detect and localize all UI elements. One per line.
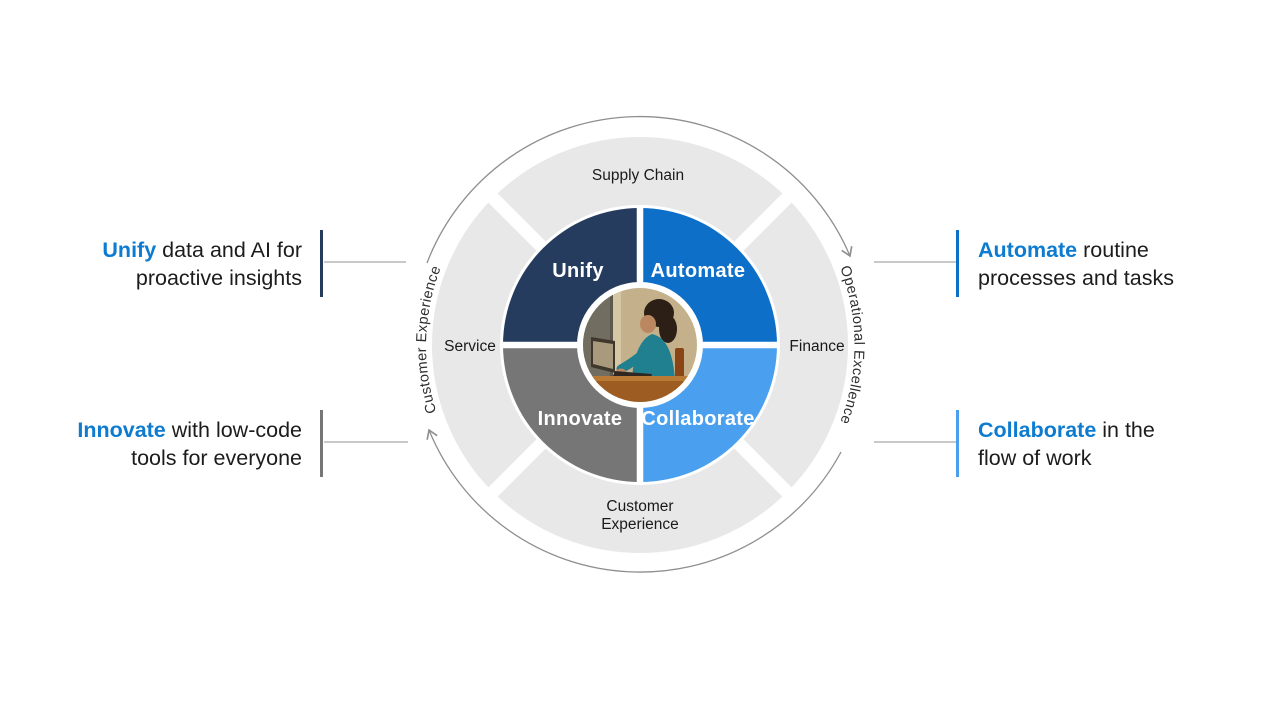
ring-label-experience: Experience (601, 516, 679, 533)
callout-unify-keyword: Unify (102, 238, 157, 262)
photo-desk-top (583, 376, 697, 381)
photo-wall-highlight (613, 288, 621, 402)
callout-innovate-line2: tools for everyone (131, 446, 302, 470)
callout-unify-line1: Unify data and AI for (102, 236, 302, 264)
callout-automate-accent-bar (956, 230, 959, 297)
quadrant-label-unify: Unify (552, 260, 604, 282)
callout-innovate-keyword: Innovate (77, 418, 166, 442)
ring-gap-nw (480, 185, 555, 260)
ring-gap-se (725, 430, 800, 505)
callout-innovate-rest: with low-code (165, 418, 302, 442)
callout-innovate-line1: Innovate with low-code (77, 416, 302, 444)
callout-automate-line1: Automate routine (978, 236, 1174, 264)
callout-unify-rest: data and AI for (156, 238, 302, 262)
callout-collaborate-accent-bar (956, 410, 959, 477)
callout-automate-keyword: Automate (978, 238, 1078, 262)
center-photo (583, 288, 697, 402)
ring-gaps (480, 185, 800, 505)
callout-collaborate-rest: in the (1096, 418, 1155, 442)
callout-automate-rest: routine (1077, 238, 1149, 262)
outer-ring (432, 137, 848, 553)
photo-person-body (632, 334, 675, 380)
ring-label-supply-chain: Supply Chain (592, 167, 684, 184)
callout-unify-connector-line (324, 261, 406, 263)
quadrant-label-automate: Automate (651, 260, 746, 282)
callout-collaborate: Collaborate in the flow of work (978, 416, 1155, 472)
photo-person-hair-side (659, 315, 677, 343)
callout-unify-accent-bar (320, 230, 323, 297)
ring-label-finance: Finance (789, 338, 844, 355)
callout-collaborate-connector-line (874, 441, 956, 443)
ring-label-service: Service (444, 338, 496, 355)
callout-unify-line2: proactive insights (135, 266, 302, 290)
callout-unify: Unify data and AI for proactive insights (102, 236, 302, 292)
callout-automate-connector-line (874, 261, 956, 263)
ring-label-customer: Customer (606, 498, 673, 515)
ring-gap-sw (480, 430, 555, 505)
photo-laptop-display (593, 341, 613, 369)
callout-innovate: Innovate with low-code tools for everyon… (77, 416, 302, 472)
callout-automate-line2: processes and tasks (978, 266, 1174, 290)
photo-person-face (640, 315, 656, 333)
callout-innovate-connector-line (324, 441, 408, 443)
callout-automate: Automate routine processes and tasks (978, 236, 1174, 292)
cycle-arrow-bottom (426, 428, 842, 573)
callout-collaborate-keyword: Collaborate (978, 418, 1097, 442)
photo-person-arm (616, 344, 653, 374)
ring-gap-ne (725, 185, 800, 260)
cycle-arrow-top (426, 115, 853, 264)
quadrant-label-collaborate: Collaborate (641, 408, 754, 430)
callout-collaborate-line1: Collaborate in the (978, 416, 1155, 444)
quadrant-label-innovate: Innovate (538, 408, 623, 430)
callout-collaborate-line2: flow of work (978, 446, 1092, 470)
callout-innovate-accent-bar (320, 410, 323, 477)
